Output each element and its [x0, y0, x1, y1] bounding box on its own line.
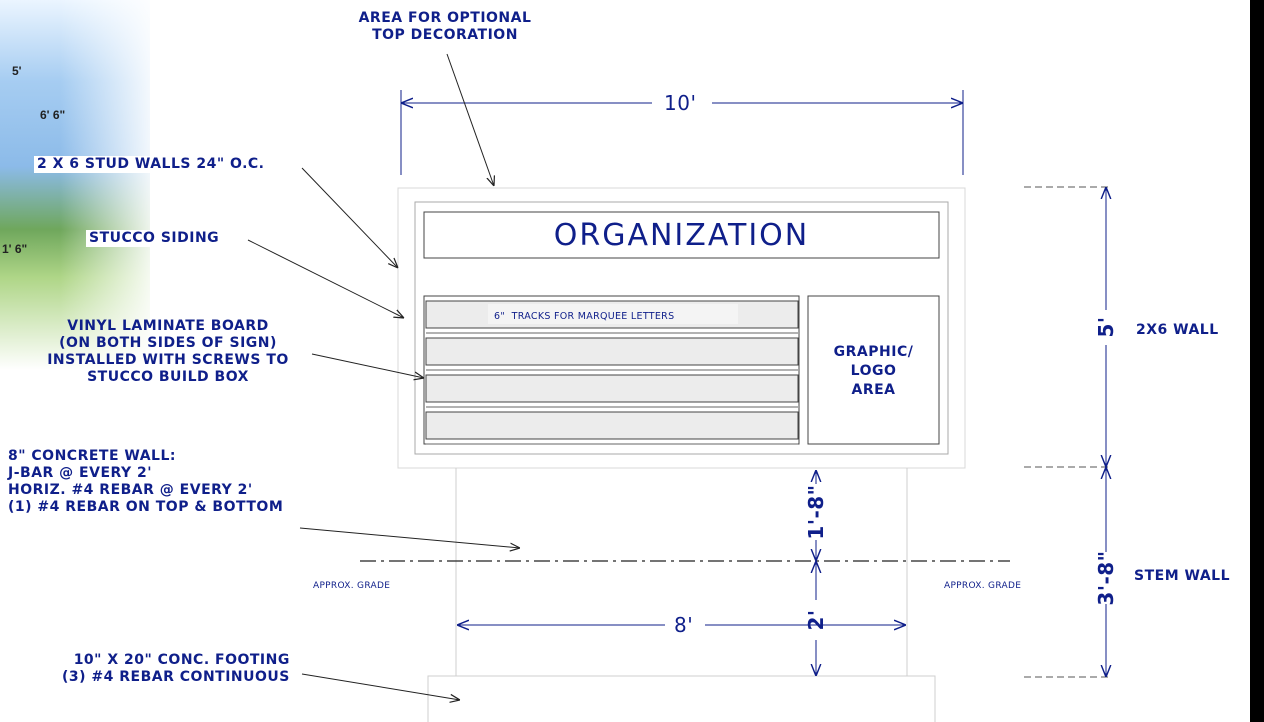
label-grade-right: APPROX. GRADE	[944, 581, 1022, 591]
organization-title: ORGANIZATION	[553, 217, 810, 253]
marquee-track-group	[423, 295, 800, 445]
dim-sign-height: 5'	[1094, 316, 1118, 338]
background-size-mark: 1' 6"	[2, 242, 28, 256]
leader-stud-walls	[301, 167, 398, 268]
dim-below-grade: 2'	[804, 609, 828, 631]
label-vinyl-board: VINYL LAMINATE BOARD (ON BOTH SIDES OF S…	[47, 318, 289, 385]
sign-inner-box	[414, 201, 949, 455]
right-border-bar	[1250, 0, 1264, 722]
label-top-decoration: AREA FOR OPTIONAL TOP DECORATION	[358, 10, 532, 43]
marquee-track	[425, 411, 799, 440]
marquee-track	[425, 374, 799, 403]
leader-vinyl	[311, 353, 424, 378]
dim-top-width: 10'	[664, 91, 697, 115]
background-size-mark: 6' 6"	[40, 108, 66, 122]
logo-area-label: GRAPHIC/ LOGO AREA	[833, 344, 914, 398]
organization-panel	[423, 211, 940, 259]
marquee-track	[425, 337, 799, 366]
label-stucco: STUCCO SIDING	[86, 230, 223, 247]
dim-stem-width: 8'	[674, 613, 694, 637]
dim-above-grade: 1'-8"	[804, 484, 828, 540]
leader-concrete-wall	[299, 527, 520, 548]
logo-panel	[807, 295, 940, 445]
label-stem-wall: STEM WALL	[1134, 568, 1230, 584]
leader-stucco	[247, 239, 404, 318]
marquee-track-note: 6" TRACKS FOR MARQUEE LETTERS	[494, 311, 675, 322]
background-size-mark: 5'	[12, 64, 22, 78]
label-2x6-wall: 2X6 WALL	[1136, 322, 1219, 338]
label-stud-walls: 2 X 6 STUD WALLS 24" O.C.	[34, 156, 268, 173]
footing-outline	[427, 675, 936, 722]
label-footing: 10" X 20" CONC. FOOTING (3) #4 REBAR CON…	[62, 652, 290, 685]
dim-stem-height: 3'-8"	[1094, 550, 1118, 606]
label-concrete-wall: 8" CONCRETE WALL: J-BAR @ EVERY 2' HORIZ…	[8, 448, 284, 515]
leader-footing	[301, 673, 460, 700]
leader-top-decoration	[446, 53, 494, 186]
background-fade	[60, 0, 180, 370]
label-grade-left: APPROX. GRADE	[313, 581, 391, 591]
